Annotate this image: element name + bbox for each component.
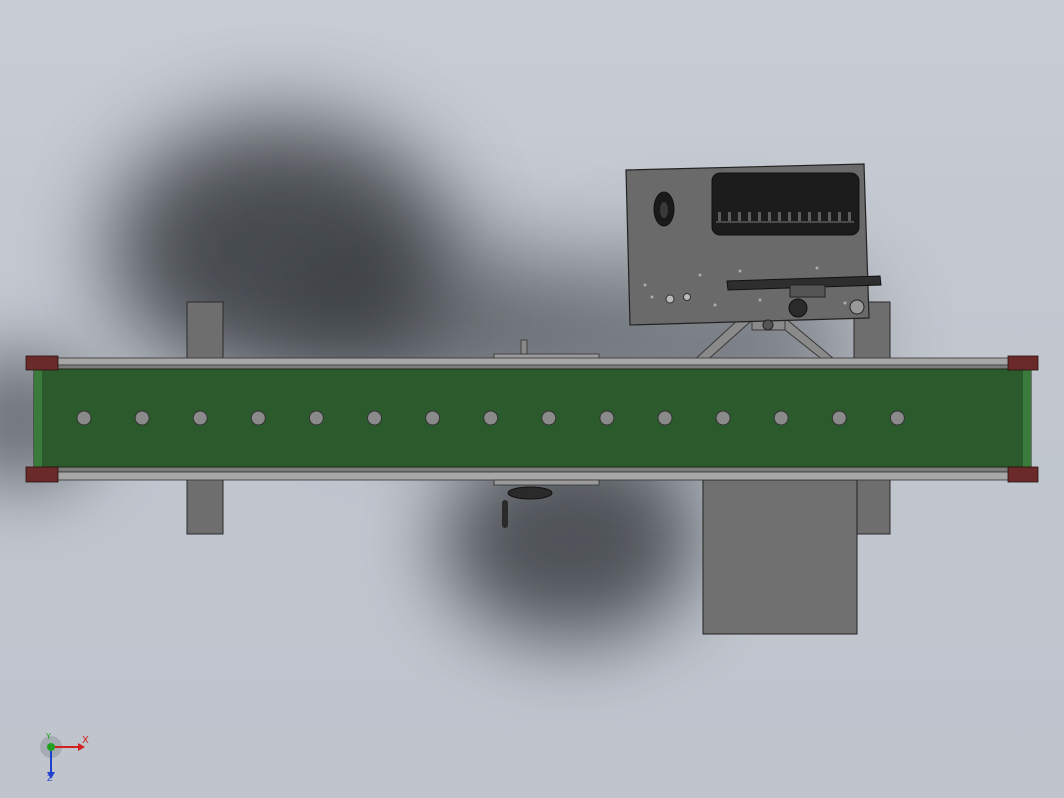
panel-knob <box>788 298 808 318</box>
triad-z-label: Z <box>47 774 53 783</box>
crank-bracket <box>493 479 600 486</box>
triad-arrows <box>40 736 85 779</box>
belt-holes <box>76 410 905 426</box>
scissor-arms <box>688 317 842 365</box>
belt-hole <box>134 410 150 426</box>
conveyor-belt <box>33 368 1032 468</box>
belt-hole <box>367 410 382 426</box>
belt-hole <box>541 410 557 426</box>
crank-handwheel <box>507 486 553 500</box>
triad-x-label: X <box>82 735 89 746</box>
crank-handle <box>502 500 508 528</box>
panel-slot <box>711 172 860 236</box>
panel-bar <box>726 275 882 291</box>
lower-box <box>702 479 858 635</box>
end-caps <box>25 355 1039 483</box>
belt-hole <box>483 410 499 426</box>
belt-hole <box>76 410 92 426</box>
belt-hole <box>192 410 208 426</box>
belt-hole <box>889 410 905 426</box>
belt-hole <box>425 410 441 426</box>
triad-y-label: Y <box>46 732 51 741</box>
belt-hole <box>831 410 847 426</box>
rail-bottom <box>33 466 1032 481</box>
belt-hole <box>773 410 789 426</box>
printer-panel <box>625 163 882 331</box>
belt-hole <box>599 410 615 426</box>
belt-hole <box>657 410 673 426</box>
belt-hole <box>715 410 731 426</box>
rail-top <box>33 357 1032 370</box>
belt-hole <box>250 410 266 426</box>
belt-hole <box>308 410 324 426</box>
axis-triad: X Y Z <box>38 732 98 783</box>
